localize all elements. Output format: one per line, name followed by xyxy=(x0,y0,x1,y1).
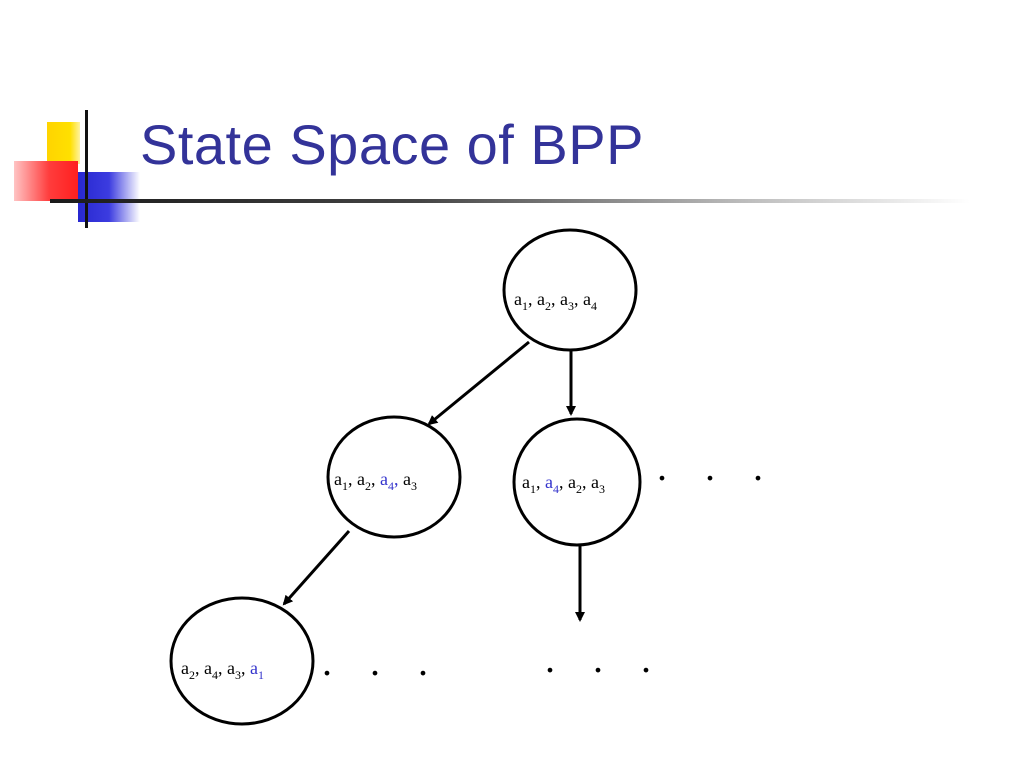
edge-left-to-bottom xyxy=(282,530,351,606)
node-left-label: a1​, a2​, a4​, a3​ xyxy=(334,469,417,493)
node-root-label: a1​, a2​, a3​, a4​ xyxy=(514,289,597,313)
slide-title: State Space of BPP xyxy=(140,113,644,176)
ellipsis-right-siblings: . . . xyxy=(657,444,777,489)
edge-root-to-left xyxy=(427,340,530,426)
logo-blue-square xyxy=(78,172,140,222)
node-bottom-circle xyxy=(169,596,315,726)
node-right-label: a1​, a4​, a2​, a3​ xyxy=(522,472,605,496)
node-right-circle xyxy=(512,417,642,547)
logo-yellow-square xyxy=(47,122,80,164)
logo-vertical-line xyxy=(85,110,88,228)
slide-logo-decoration xyxy=(0,0,150,240)
node-root-circle xyxy=(502,228,638,352)
ellipsis-continuation: . . . xyxy=(545,636,665,681)
node-bottom-label: a2​, a4​, a3​, a1​ xyxy=(181,658,264,682)
node-left-circle xyxy=(326,415,462,539)
ellipsis-bottom-siblings: . . . xyxy=(322,639,442,684)
title-underline xyxy=(50,199,970,203)
logo-red-square xyxy=(14,161,78,201)
